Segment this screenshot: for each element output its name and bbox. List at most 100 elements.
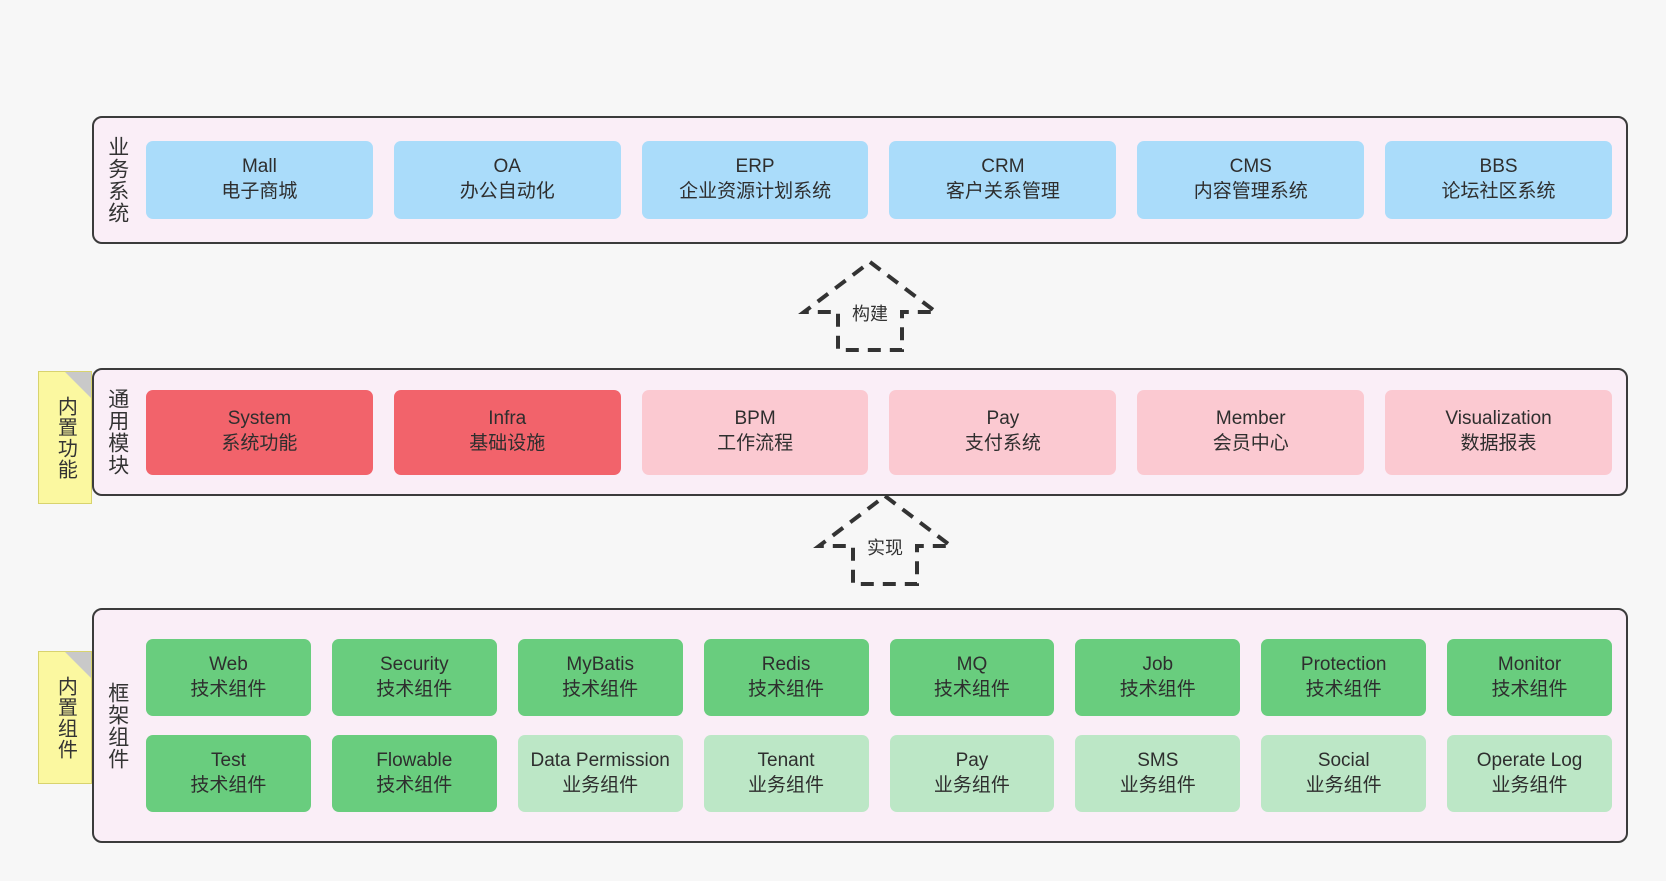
- node-test[interactable]: Test 技术组件: [146, 735, 311, 812]
- node-protection[interactable]: Protection 技术组件: [1261, 639, 1427, 716]
- node-operate-log[interactable]: Operate Log 业务组件: [1447, 735, 1612, 812]
- node-subtitle: 支付系统: [964, 433, 1041, 454]
- connector-label: 实现: [867, 538, 903, 558]
- node-social[interactable]: Social 业务组件: [1261, 735, 1427, 812]
- node-subtitle: 系统功能: [221, 433, 298, 454]
- node-crm[interactable]: CRM 客户关系管理: [889, 141, 1117, 219]
- node-subtitle: 办公自动化: [459, 181, 555, 202]
- node-title: Social: [1317, 749, 1370, 771]
- node-subtitle: 技术组件: [1305, 678, 1382, 700]
- node-subtitle: 技术组件: [190, 774, 267, 796]
- node-member[interactable]: Member 会员中心: [1137, 389, 1365, 475]
- node-subtitle: 论坛社区系统: [1441, 181, 1556, 202]
- node-title: OA: [493, 156, 521, 178]
- node-title: Visualization: [1445, 408, 1552, 430]
- node-subtitle: 业务组件: [1119, 774, 1196, 796]
- build-connector: 构建: [790, 256, 950, 354]
- node-security[interactable]: Security 技术组件: [331, 639, 497, 716]
- node-redis[interactable]: Redis 技术组件: [703, 639, 869, 716]
- node-pay-component[interactable]: Pay 业务组件: [889, 735, 1055, 812]
- layer-body-common-modules: System 系统功能 Infra 基础设施 BPM 工作流程 Pay 支付系统…: [140, 370, 1626, 494]
- node-erp[interactable]: ERP 企业资源计划系统: [641, 141, 869, 219]
- node-subtitle: 电子商城: [221, 181, 298, 202]
- node-title: MyBatis: [566, 653, 634, 675]
- node-subtitle: 技术组件: [1491, 678, 1568, 700]
- node-subtitle: 数据报表: [1460, 433, 1537, 454]
- node-bbs[interactable]: BBS 论坛社区系统: [1385, 141, 1612, 219]
- node-oa[interactable]: OA 办公自动化: [393, 141, 621, 219]
- node-subtitle: 业务组件: [1305, 774, 1382, 796]
- node-title: Operate Log: [1476, 749, 1583, 771]
- node-title: Flowable: [376, 749, 453, 771]
- node-title: System: [227, 408, 292, 430]
- node-infra[interactable]: Infra 基础设施: [393, 389, 621, 475]
- node-mybatis[interactable]: MyBatis 技术组件: [517, 639, 683, 716]
- node-title: Data Permission: [530, 749, 670, 771]
- node-subtitle: 技术组件: [376, 678, 453, 700]
- node-subtitle: 企业资源计划系统: [679, 181, 832, 202]
- node-title: Pay: [986, 408, 1020, 430]
- node-title: Infra: [488, 408, 527, 430]
- node-flowable[interactable]: Flowable 技术组件: [331, 735, 497, 812]
- node-title: Redis: [761, 653, 811, 675]
- node-subtitle: 技术组件: [748, 678, 825, 700]
- folded-corner-icon: [65, 652, 91, 678]
- node-title: CMS: [1229, 156, 1272, 178]
- connector-label: 构建: [852, 304, 888, 324]
- node-title: Protection: [1300, 653, 1387, 675]
- node-subtitle: 业务组件: [748, 774, 825, 796]
- layer-title-common-modules: 通用模块: [105, 388, 129, 476]
- node-title: Mall: [241, 156, 277, 178]
- realization-arrow-icon: [813, 493, 957, 586]
- node-row: Web 技术组件 Security 技术组件 MyBatis 技术组件 Redi…: [146, 639, 1612, 716]
- layer-body-business-systems: Mall 电子商城 OA 办公自动化 ERP 企业资源计划系统 CRM 客户关系…: [140, 118, 1626, 242]
- node-row: System 系统功能 Infra 基础设施 BPM 工作流程 Pay 支付系统…: [146, 389, 1612, 475]
- node-subtitle: 客户关系管理: [945, 181, 1060, 202]
- node-subtitle: 技术组件: [1119, 678, 1196, 700]
- node-title: Member: [1215, 408, 1286, 430]
- node-title: Test: [211, 749, 246, 771]
- node-tenant[interactable]: Tenant 业务组件: [703, 735, 869, 812]
- layer-title-business-systems: 业务系统: [105, 136, 129, 224]
- node-visualization[interactable]: Visualization 数据报表: [1385, 389, 1612, 475]
- node-subtitle: 业务组件: [562, 774, 639, 796]
- node-system[interactable]: System 系统功能: [146, 389, 373, 475]
- node-subtitle: 工作流程: [717, 433, 794, 454]
- node-mq[interactable]: MQ 技术组件: [889, 639, 1055, 716]
- node-title: Job: [1142, 653, 1174, 675]
- node-subtitle: 技术组件: [562, 678, 639, 700]
- node-mall[interactable]: Mall 电子商城: [146, 141, 373, 219]
- node-title: Security: [379, 653, 449, 675]
- node-title: SMS: [1137, 749, 1179, 771]
- layer-panel-common-modules: 通用模块 System 系统功能 Infra 基础设施 BPM 工作流程 Pay…: [92, 368, 1628, 496]
- node-title: Tenant: [757, 749, 815, 771]
- node-subtitle: 业务组件: [933, 774, 1010, 796]
- sticky-note-label: 内置功能: [54, 395, 77, 480]
- node-subtitle: 会员中心: [1212, 433, 1289, 454]
- node-data-permission[interactable]: Data Permission 业务组件: [517, 735, 683, 812]
- node-web[interactable]: Web 技术组件: [146, 639, 311, 716]
- node-subtitle: 内容管理系统: [1193, 181, 1308, 202]
- sticky-note-builtin-components: 内置组件: [38, 651, 92, 784]
- node-cms[interactable]: CMS 内容管理系统: [1137, 141, 1365, 219]
- node-subtitle: 技术组件: [190, 678, 267, 700]
- layer-title-framework-components: 框架组件: [105, 681, 129, 770]
- sticky-note-builtin-features: 内置功能: [38, 371, 92, 504]
- node-subtitle: 基础设施: [469, 433, 546, 454]
- folded-corner-icon: [65, 372, 91, 398]
- node-subtitle: 业务组件: [1491, 774, 1568, 796]
- node-title: CRM: [981, 156, 1025, 178]
- node-monitor[interactable]: Monitor 技术组件: [1447, 639, 1612, 716]
- node-row: Test 技术组件 Flowable 技术组件 Data Permission …: [146, 735, 1612, 812]
- implement-connector: 实现: [805, 490, 965, 588]
- node-title: Pay: [955, 749, 989, 771]
- node-pay[interactable]: Pay 支付系统: [889, 389, 1117, 475]
- node-title: Web: [209, 653, 248, 675]
- node-title: ERP: [735, 156, 775, 178]
- node-subtitle: 技术组件: [376, 774, 453, 796]
- node-sms[interactable]: SMS 业务组件: [1075, 735, 1241, 812]
- node-bpm[interactable]: BPM 工作流程: [641, 389, 869, 475]
- node-title: MQ: [956, 653, 988, 675]
- generalization-arrow-icon: [798, 259, 942, 352]
- node-job[interactable]: Job 技术组件: [1075, 639, 1241, 716]
